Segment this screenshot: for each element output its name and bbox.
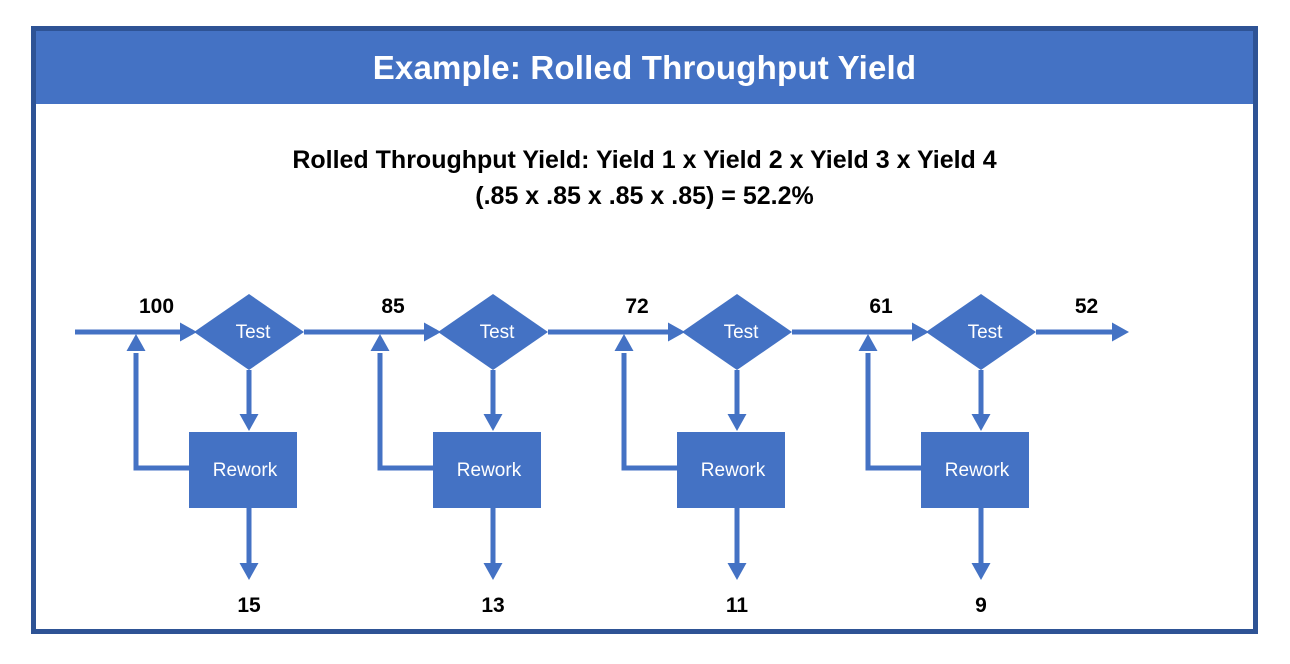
test-to-rework-arrowhead-2 — [483, 414, 503, 431]
rework-to-scrap-arrowhead-1 — [239, 563, 259, 580]
slide-title-bar: Example: Rolled Throughput Yield — [36, 31, 1253, 104]
test-diamond-3[interactable] — [682, 294, 792, 370]
flow-arrowhead-out — [1112, 322, 1129, 342]
flow-arrowhead-in-1 — [180, 322, 197, 342]
rework-feedback-path-3 — [621, 353, 679, 471]
flow-quantity-label-1: 100 — [139, 295, 174, 318]
scrap-quantity-label-4: 9 — [975, 594, 987, 617]
rework-box-label-2: Rework — [457, 460, 522, 481]
rework-feedback-path-1 — [133, 353, 191, 471]
rework-feedback-arrowhead-1 — [126, 334, 146, 351]
test-diamond-label-3: Test — [724, 322, 760, 343]
flow-quantity-label-2: 85 — [381, 295, 405, 318]
rework-box-label-1: Rework — [213, 460, 278, 481]
rework-box-3[interactable] — [677, 432, 785, 508]
flow-arrowhead-in-3 — [668, 322, 685, 342]
rework-box-4[interactable] — [921, 432, 1029, 508]
subtitle-block: Rolled Throughput Yield: Yield 1 x Yield… — [36, 142, 1253, 214]
subtitle-line-formula: Rolled Throughput Yield: Yield 1 x Yield… — [292, 146, 997, 174]
rework-feedback-path-2 — [377, 353, 435, 471]
rework-box-2[interactable] — [433, 432, 541, 508]
flow-arrowhead-in-4 — [912, 322, 929, 342]
test-diamond-label-4: Test — [968, 322, 1004, 343]
rework-box-label-4: Rework — [945, 460, 1010, 481]
scrap-quantity-label-2: 13 — [481, 594, 504, 617]
flow-output-quantity-label: 52 — [1075, 295, 1098, 318]
rework-to-scrap-arrowhead-4 — [971, 563, 991, 580]
rework-feedback-arrowhead-2 — [370, 334, 390, 351]
test-to-rework-arrowhead-1 — [239, 414, 259, 431]
rework-feedback-path-4 — [865, 353, 923, 471]
test-diamond-4[interactable] — [926, 294, 1036, 370]
flow-quantity-label-4: 61 — [869, 295, 893, 318]
test-diamond-label-1: Test — [236, 322, 272, 343]
flow-arrowhead-in-2 — [424, 322, 441, 342]
test-to-rework-arrowhead-3 — [727, 414, 747, 431]
page-title: Example: Rolled Throughput Yield — [372, 48, 917, 86]
scrap-quantity-label-1: 15 — [237, 594, 261, 617]
rework-to-scrap-arrowhead-2 — [483, 563, 503, 580]
rework-feedback-arrowhead-4 — [858, 334, 878, 351]
rework-to-scrap-arrowhead-3 — [727, 563, 747, 580]
test-diamond-label-2: Test — [480, 322, 516, 343]
test-diamond-1[interactable] — [194, 294, 304, 370]
test-diamond-2[interactable] — [438, 294, 548, 370]
test-to-rework-arrowhead-4 — [971, 414, 991, 431]
rework-box-label-3: Rework — [701, 460, 766, 481]
flow-quantity-label-3: 72 — [625, 295, 648, 318]
rework-feedback-arrowhead-3 — [614, 334, 634, 351]
subtitle-line-result: (.85 x .85 x .85 x .85) = 52.2% — [475, 182, 814, 210]
rework-box-1[interactable] — [189, 432, 297, 508]
scrap-quantity-label-3: 11 — [726, 594, 749, 617]
